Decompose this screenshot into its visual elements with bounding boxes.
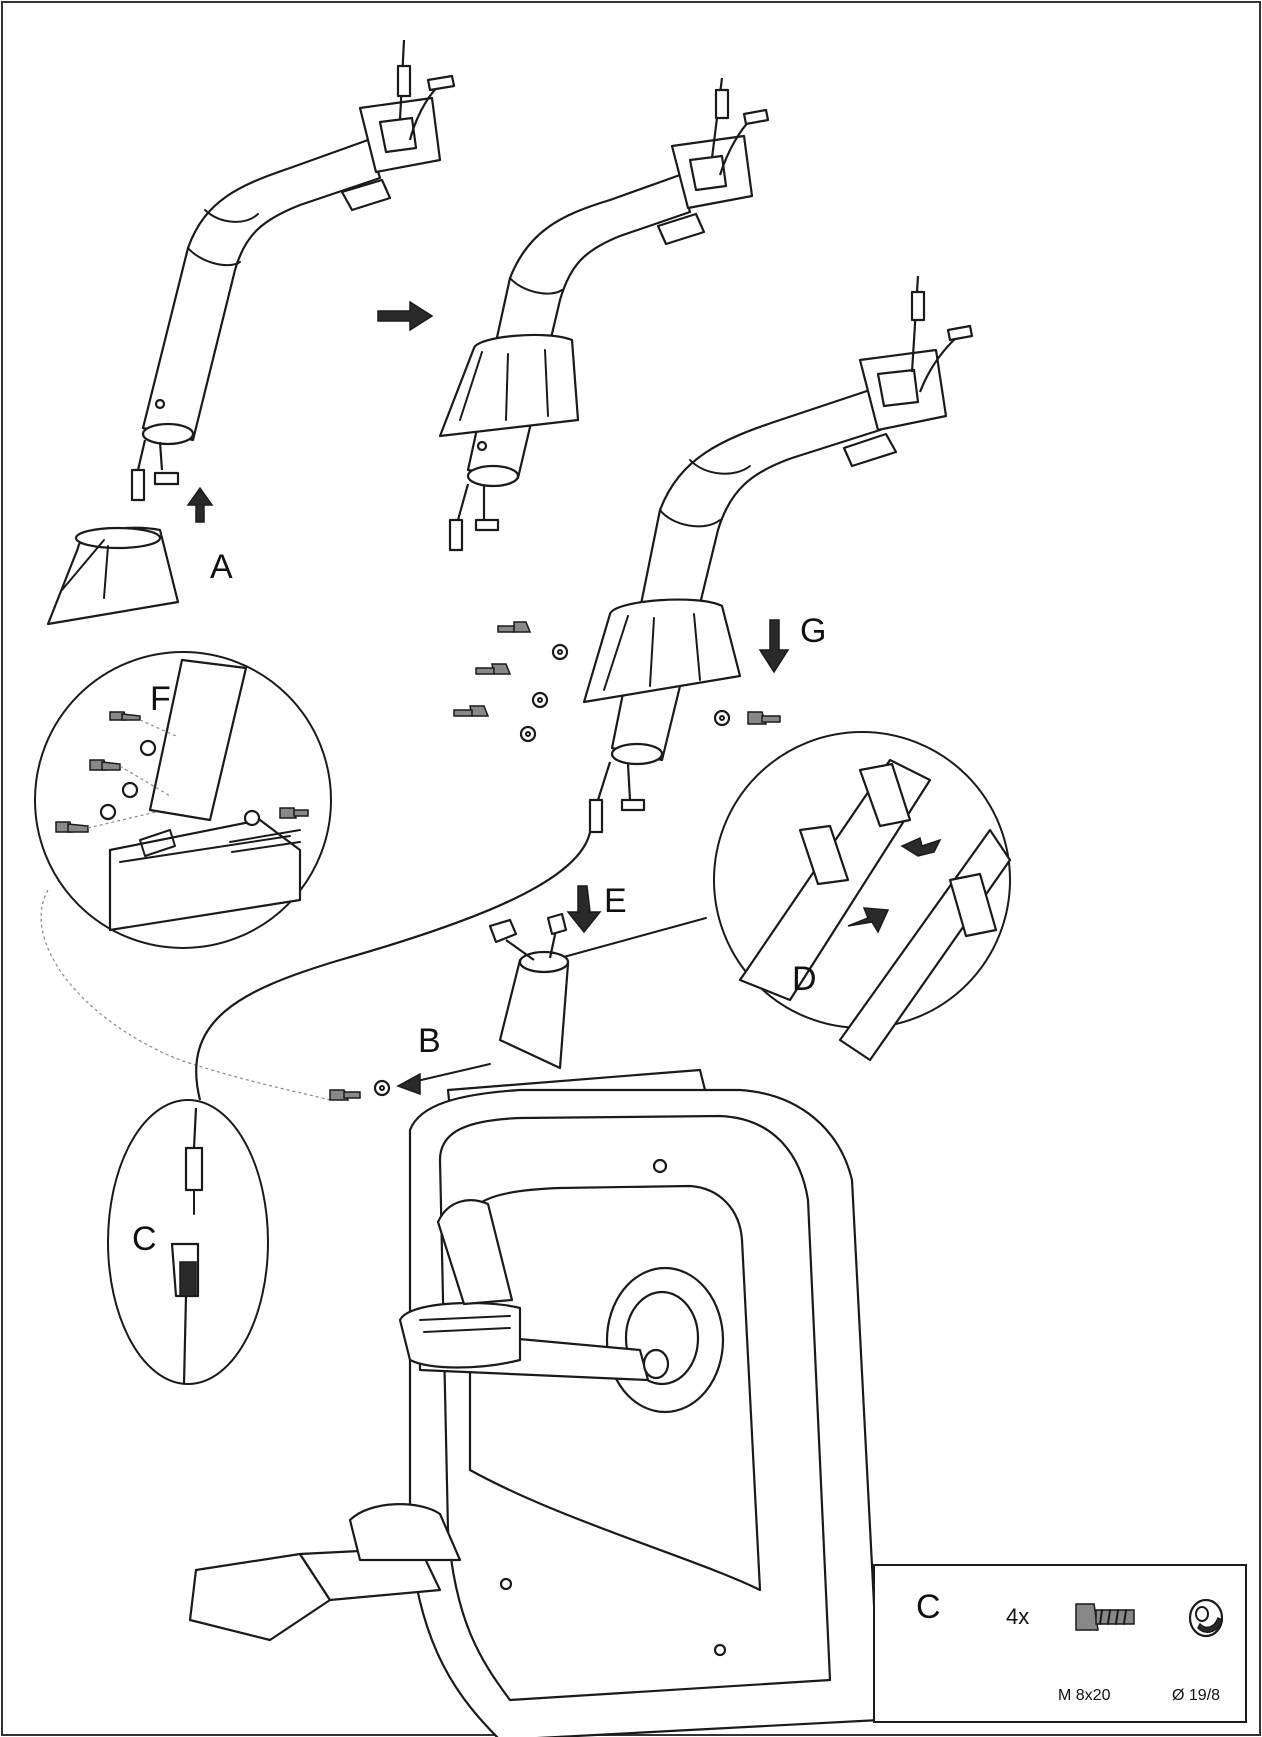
- parts-box-quantity: 4x: [1006, 1604, 1029, 1629]
- leader-line-f: [40, 889, 331, 1101]
- step-label-a: A: [210, 548, 233, 586]
- bolt-spec: M 8x20: [1058, 1687, 1111, 1704]
- parts-box: C 4x M 8x20 Ø 19/8: [873, 1564, 1247, 1723]
- arrow-left-icon: [396, 1072, 421, 1096]
- handlebar-post-stage-2: [438, 77, 770, 552]
- cable: [195, 831, 592, 1101]
- detail-circle-f: [34, 651, 332, 949]
- parts-box-step: C: [916, 1588, 941, 1626]
- bike-frame: [188, 912, 882, 1737]
- arrow-down-icon: [566, 885, 602, 934]
- arrow-right-icon: [377, 300, 434, 332]
- handlebar-post-stage-3: [582, 275, 974, 834]
- detail-circle-d: [713, 731, 1012, 1062]
- cover-shroud: [46, 526, 180, 626]
- washer-icon: [1188, 1598, 1224, 1638]
- detail-circle-c: [107, 1099, 269, 1385]
- step-label-b: B: [418, 1022, 441, 1060]
- washer-spec: Ø 19/8: [1172, 1687, 1220, 1704]
- step-label-f: F: [150, 680, 171, 718]
- fastener-set-b: [329, 1079, 391, 1101]
- arrow-up-icon: [186, 486, 214, 523]
- arrow-down-icon: [758, 619, 790, 674]
- step-label-c: C: [132, 1220, 157, 1258]
- leader-line-d: [559, 917, 707, 959]
- step-label-d: D: [792, 960, 817, 998]
- handlebar-post-stage-1: [130, 39, 456, 502]
- bolt-icon: [1075, 1603, 1135, 1631]
- step-label-g: G: [800, 612, 826, 650]
- fastener-set-g: [453, 621, 781, 743]
- step-label-e: E: [604, 882, 627, 920]
